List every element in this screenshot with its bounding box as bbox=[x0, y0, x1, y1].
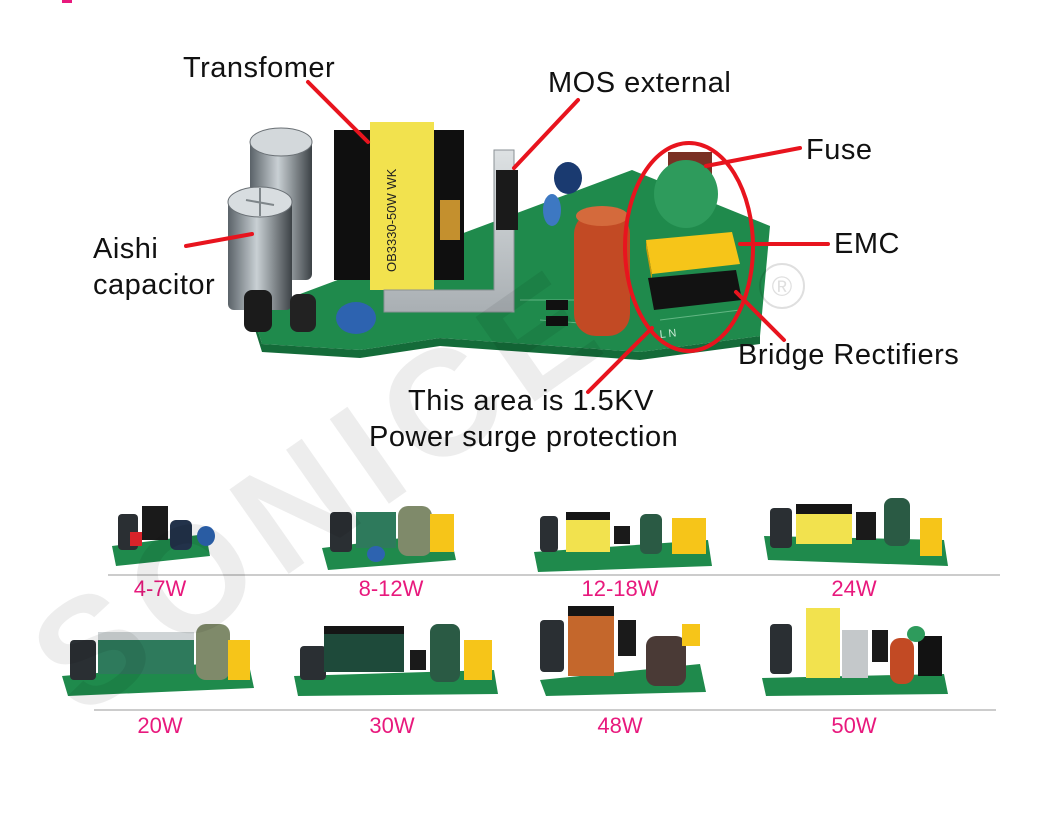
model-label-8-12w: 8-12W bbox=[359, 576, 424, 601]
capacitor-label-line1: Aishi bbox=[93, 233, 158, 265]
model-label-4-7w: 4-7W bbox=[134, 576, 187, 601]
model-label-20w: 20W bbox=[137, 713, 182, 738]
thumb-12-18w bbox=[534, 512, 712, 572]
transformer-callout-line bbox=[306, 80, 370, 144]
thumb-20w bbox=[62, 624, 254, 696]
emc-label: EMC bbox=[834, 228, 900, 260]
rectifier-callout-line bbox=[734, 290, 786, 342]
model-row-1 bbox=[112, 498, 948, 572]
bridge-rectifier bbox=[648, 270, 742, 310]
x-capacitor bbox=[574, 212, 630, 336]
model-label-24w: 24W bbox=[831, 576, 876, 601]
surge-label-line2: Power surge protection bbox=[369, 421, 678, 453]
transformer: OB3330-50W WK bbox=[334, 122, 464, 290]
svg-text:L N: L N bbox=[659, 327, 677, 341]
blue-capacitor bbox=[336, 302, 376, 334]
model-label-50w: 50W bbox=[831, 713, 876, 738]
surge-callout-line bbox=[586, 326, 654, 394]
model-row-2 bbox=[62, 606, 948, 696]
main-pcb: OB3330-50W WK L N bbox=[227, 122, 770, 360]
capacitor-label-line2: capacitor bbox=[93, 269, 215, 301]
capacitor-callout-line bbox=[184, 232, 254, 248]
thumb-24w bbox=[764, 498, 948, 566]
fuse-label: Fuse bbox=[806, 134, 872, 166]
thumb-50w bbox=[762, 608, 948, 696]
thumb-8-12w bbox=[322, 506, 456, 570]
thumb-4-7w bbox=[112, 506, 215, 566]
thumb-30w bbox=[294, 624, 498, 696]
model-label-30w: 30W bbox=[369, 713, 414, 738]
registered-mark: ® bbox=[759, 263, 805, 309]
emc-filter bbox=[646, 232, 740, 282]
model-label-12-18w: 12-18W bbox=[581, 576, 658, 601]
mos-callout-line bbox=[512, 98, 580, 170]
fuse-callout-line bbox=[704, 146, 802, 168]
thumb-48w bbox=[540, 606, 706, 696]
surge-label-line1: This area is 1.5KV bbox=[408, 385, 654, 417]
aishi-capacitor bbox=[227, 127, 313, 310]
svg-text:®: ® bbox=[772, 271, 793, 302]
board-marking: OB3330-50W WK bbox=[384, 168, 399, 272]
protection-area-outline bbox=[623, 141, 755, 353]
mos-heatsink bbox=[383, 149, 518, 313]
rectifier-label: Bridge Rectifiers bbox=[738, 339, 959, 371]
mos-label: MOS external bbox=[548, 67, 731, 99]
corner-mark bbox=[62, 0, 72, 3]
transformer-label: Transfomer bbox=[183, 52, 335, 84]
ntc-thermistor bbox=[654, 160, 718, 228]
model-label-48w: 48W bbox=[597, 713, 642, 738]
